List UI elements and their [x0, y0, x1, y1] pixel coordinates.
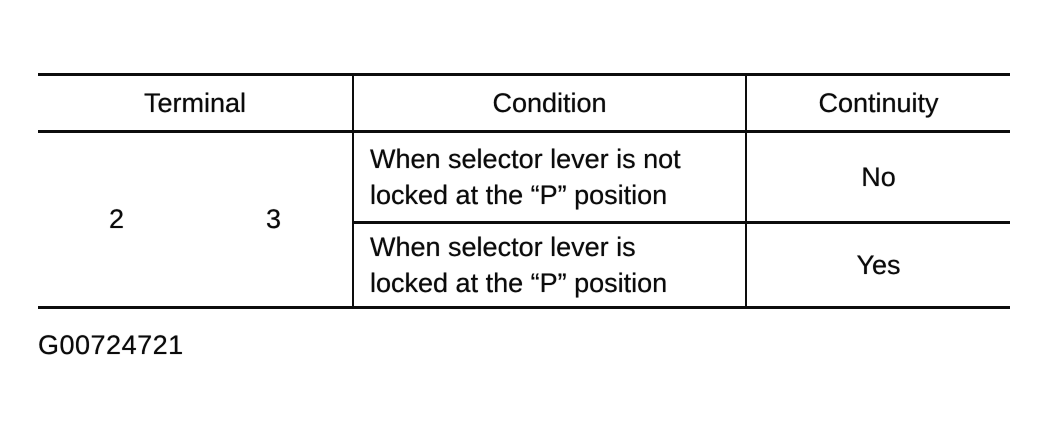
terminal-value-2: 2 — [108, 204, 125, 235]
header-condition: Condition — [352, 76, 745, 133]
condition-row2-line1: When selector lever is — [370, 231, 636, 262]
header-condition-label: Condition — [492, 87, 607, 118]
continuity-value-row1: No — [861, 161, 896, 192]
condition-text-row2: When selector lever is locked at the “P”… — [370, 229, 667, 302]
header-terminal-label: Terminal — [143, 87, 247, 118]
continuity-cell-row2: Yes — [745, 224, 1010, 306]
condition-row1-line1: When selector lever is not — [370, 143, 681, 174]
header-terminal: Terminal — [38, 76, 352, 133]
condition-row2-line2: locked at the “P” position — [370, 268, 668, 298]
condition-cell-row2: When selector lever is locked at the “P”… — [352, 224, 745, 306]
header-continuity-label: Continuity — [818, 87, 939, 118]
terminal-values-cell: 2 3 — [38, 133, 352, 306]
terminal-value-3: 3 — [265, 204, 282, 235]
condition-row1-line2: locked at the “P” position — [370, 180, 668, 210]
continuity-table: Terminal Condition Continuity 2 3 When s… — [38, 73, 1010, 309]
figure-id: G00724721 — [38, 330, 184, 360]
header-continuity: Continuity — [745, 76, 1010, 133]
condition-cell-row1: When selector lever is not locked at the… — [352, 133, 745, 224]
condition-text-row1: When selector lever is not locked at the… — [370, 141, 681, 214]
continuity-value-row2: Yes — [856, 249, 901, 280]
continuity-cell-row1: No — [745, 133, 1010, 224]
